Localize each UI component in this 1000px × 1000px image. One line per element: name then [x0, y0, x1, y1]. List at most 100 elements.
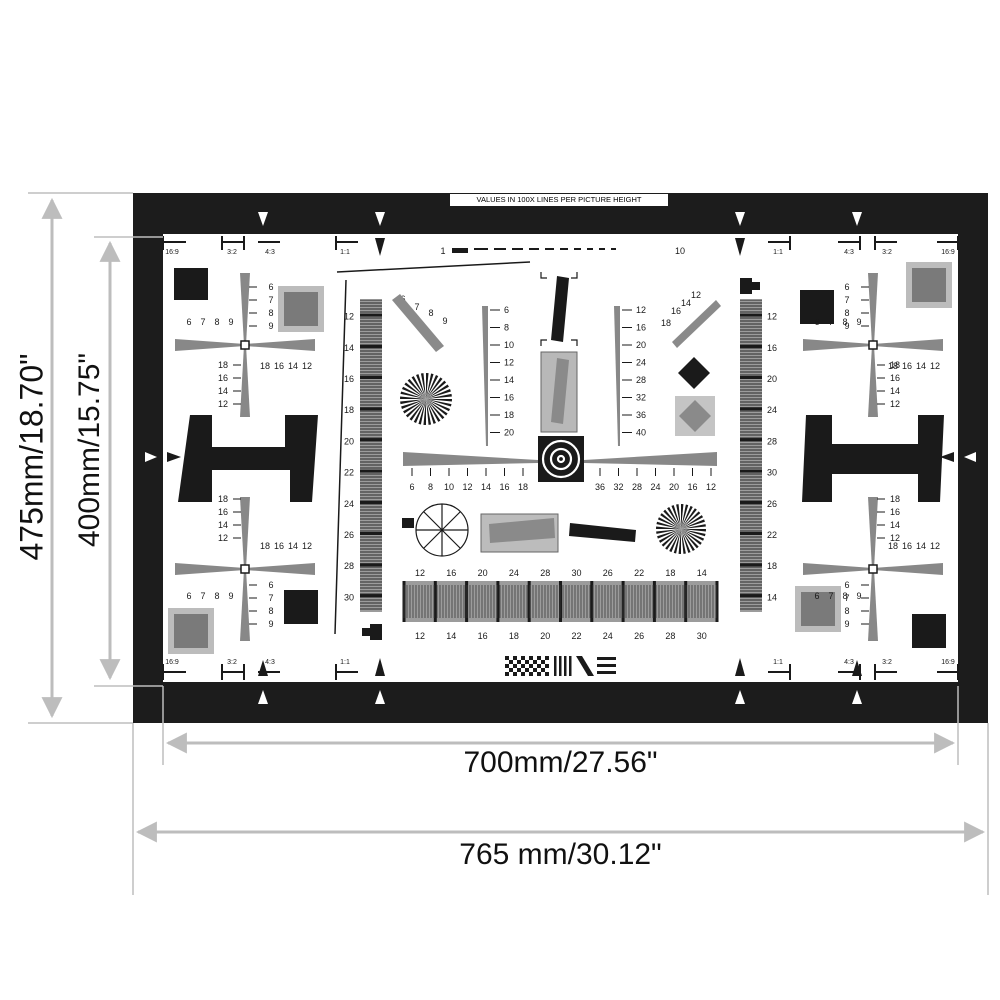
star-spoke [426, 399, 432, 425]
cross-label: 14 [218, 386, 228, 396]
center-target-box [538, 436, 584, 482]
star-spoke [401, 399, 426, 409]
slanted-edge-line [336, 261, 531, 273]
star-spoke [426, 373, 429, 399]
star-spoke [676, 504, 681, 529]
checker-cell [509, 668, 513, 672]
cross-label: 8 [842, 317, 847, 327]
checker-bar [554, 656, 557, 676]
gray-patch-br-inner [801, 592, 835, 626]
cross-label: 9 [844, 619, 849, 629]
cross-label: 6 [844, 580, 849, 590]
h-scale-label: 12 [462, 482, 472, 492]
fan-label: 9 [442, 316, 447, 326]
aspect-frame-marks [162, 236, 959, 680]
star-spoke [400, 399, 426, 405]
aspect-label: 1:1 [773, 659, 783, 666]
star-spoke [681, 505, 693, 529]
checker-cell [541, 668, 545, 672]
aspect-label: 16:9 [941, 249, 955, 256]
star-spoke [681, 529, 691, 553]
mid-slanted-bar-right [569, 523, 636, 542]
star-spoke [681, 524, 706, 529]
checker-cell [545, 672, 549, 676]
cross-label: 18 [260, 361, 270, 371]
cross-arm [873, 563, 943, 575]
black-patch-bl [284, 590, 318, 624]
wedge-marker [740, 563, 762, 567]
checker-cell [513, 672, 517, 676]
gray-patch-bl-inner [174, 614, 208, 648]
cross-label: 12 [890, 399, 900, 409]
wedge-label: 22 [344, 468, 354, 478]
checker-cell [529, 672, 533, 676]
checker-cell [509, 660, 513, 664]
cross-label: 8 [844, 308, 849, 318]
cross-label: 14 [218, 520, 228, 530]
bottom-wedge-label: 20 [540, 631, 550, 641]
star-spoke [667, 506, 681, 529]
star-spoke [681, 529, 699, 549]
h-scale-label: 10 [444, 482, 454, 492]
star-spoke [673, 529, 681, 554]
wedge-label: 26 [344, 530, 354, 540]
wedge-marker [740, 407, 762, 411]
star-spoke [400, 396, 426, 399]
cross-label: 16 [218, 373, 228, 383]
star-spoke [400, 391, 426, 399]
slanted-bar-tr [672, 300, 721, 348]
checker-cell [505, 664, 509, 668]
star-spoke [426, 399, 445, 420]
tick-label: 14 [504, 375, 514, 385]
checker-cell [517, 668, 521, 672]
cross-arm [240, 569, 250, 641]
cross-label: 6 [268, 282, 273, 292]
cross-arm [175, 339, 245, 351]
wedge-label: 18 [344, 405, 354, 415]
wedge-marker [360, 500, 382, 504]
tick-label: 40 [636, 428, 646, 438]
tick-scale-wedge [614, 306, 620, 446]
cross-label: 12 [930, 541, 940, 551]
center-slanted-edge-gray [551, 358, 569, 424]
cross-arm [175, 563, 245, 575]
bottom-wedge-label: 24 [603, 631, 613, 641]
frame-edge-markers [145, 212, 976, 704]
h-scale-label: 24 [650, 482, 660, 492]
bottom-wedge-label: 18 [665, 568, 675, 578]
star-spoke [658, 529, 681, 543]
cross-label: 8 [268, 308, 273, 318]
cross-label: 18 [218, 360, 228, 370]
checker-bar [576, 656, 594, 676]
star-spoke [404, 382, 426, 399]
star-spoke [426, 399, 452, 402]
bottom-wedge-divider [715, 581, 719, 622]
bottom-wedge-divider [559, 581, 562, 622]
scale-bar-segment [494, 248, 506, 250]
aspect-label: 1:1 [773, 249, 783, 256]
tick-label: 16 [636, 323, 646, 333]
tick-label: 20 [636, 340, 646, 350]
cross-label: 16 [902, 361, 912, 371]
wedge-label: 12 [344, 312, 354, 322]
aspect-label: 4:3 [844, 249, 854, 256]
cross-label: 14 [288, 541, 298, 551]
cross-label: 8 [268, 606, 273, 616]
cross-label: 14 [890, 520, 900, 530]
checker-cell [529, 664, 533, 668]
bottom-wedge-label: 18 [509, 631, 519, 641]
cross-label: 7 [844, 295, 849, 305]
star-spoke [426, 399, 451, 412]
wedge-label: 16 [767, 343, 777, 353]
black-diamond [678, 357, 710, 389]
cross-label: 12 [302, 361, 312, 371]
star-spoke [411, 376, 426, 399]
wedge-label: 14 [767, 592, 777, 602]
cross-arm [240, 273, 250, 345]
star-spoke [681, 529, 705, 541]
wedge-label: 24 [344, 499, 354, 509]
bottom-wedge-label: 16 [478, 631, 488, 641]
h-scale-label: 8 [428, 482, 433, 492]
checker-cell [513, 656, 517, 660]
cross-arm [868, 569, 878, 641]
